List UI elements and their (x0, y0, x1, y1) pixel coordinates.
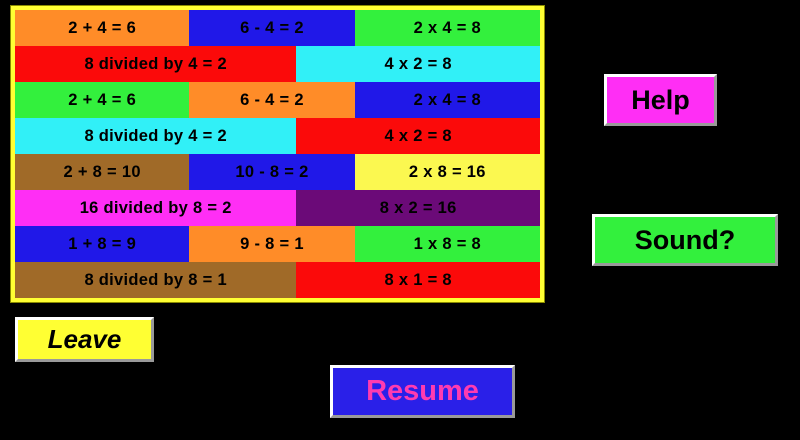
fact-cell: 6 - 4 = 2 (189, 10, 355, 46)
fact-cell: 9 - 8 = 1 (189, 226, 355, 262)
fact-cell: 2 + 8 = 10 (15, 154, 190, 190)
fact-cell: 4 x 2 = 8 (296, 118, 540, 154)
fact-cell: 2 + 4 = 6 (15, 10, 190, 46)
help-button[interactable]: Help (604, 74, 717, 126)
leave-button[interactable]: Leave (15, 317, 154, 362)
fact-cell: 8 x 2 = 16 (296, 190, 540, 226)
sound-button[interactable]: Sound? (592, 214, 778, 266)
fact-cell: 16 divided by 8 = 2 (15, 190, 297, 226)
resume-button[interactable]: Resume (330, 365, 515, 418)
fact-cell: 2 x 8 = 16 (354, 154, 540, 190)
fact-cell: 4 x 2 = 8 (296, 46, 540, 82)
fact-cell: 6 - 4 = 2 (189, 82, 355, 118)
fact-cell: 10 - 8 = 2 (189, 154, 355, 190)
fact-cell: 1 + 8 = 9 (15, 226, 190, 262)
fact-cell: 8 x 1 = 8 (296, 262, 540, 298)
fact-cell: 8 divided by 4 = 2 (15, 46, 297, 82)
fact-cell: 2 x 4 = 8 (354, 82, 540, 118)
help-button-label: Help (631, 84, 690, 115)
fact-cell: 8 divided by 4 = 2 (15, 118, 297, 154)
leave-button-label: Leave (47, 324, 122, 354)
fact-cell: 1 x 8 = 8 (354, 226, 540, 262)
sound-button-label: Sound? (634, 224, 736, 255)
fact-cell: 2 + 4 = 6 (15, 82, 190, 118)
resume-button-label: Resume (366, 375, 479, 407)
fact-cell: 8 divided by 8 = 1 (15, 262, 297, 298)
fact-cell: 2 x 4 = 8 (354, 10, 540, 46)
